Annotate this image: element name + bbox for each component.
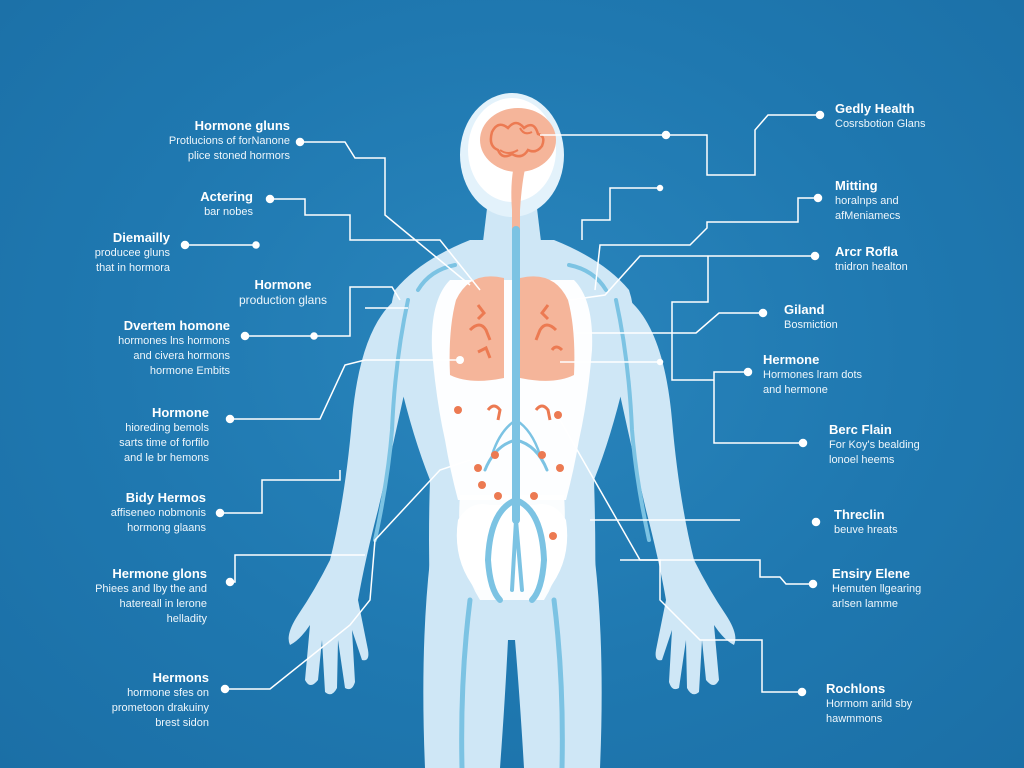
right-label-1: Gedly Health Cosrsbotion Glans <box>835 101 926 132</box>
label-title: Hormone gluns <box>194 118 290 133</box>
left-label-9: Hermons hormone sfes on prometoon drakui… <box>112 670 209 731</box>
label-desc: hormone Embits <box>149 365 230 377</box>
label-desc: production glans <box>238 293 328 307</box>
abdominal-glands <box>454 404 564 540</box>
label-title: Arcr Rofla <box>835 244 898 259</box>
label-desc: hormong glaans <box>127 522 206 534</box>
label-title: Dvertem homone <box>123 318 230 333</box>
connector-lines-right <box>540 110 825 697</box>
label-title: Bidy Hermos <box>125 490 206 505</box>
label-desc: sarts time of forfilo <box>119 437 209 449</box>
label-title: Hermone <box>763 352 820 367</box>
left-label-4: Hormone production glans <box>228 277 338 308</box>
right-label-4: Giland Bosmiction <box>784 302 838 333</box>
label-title: Mitting <box>835 178 878 193</box>
left-label-3: Diemailly producee gluns that in hormora <box>95 230 170 276</box>
label-desc: Phiees and lby the and <box>95 583 207 595</box>
label-desc: tnidron healton <box>835 261 908 273</box>
lungs <box>449 276 575 381</box>
right-label-6: Berc Flain For Koy's bealding lonoel hee… <box>829 422 920 468</box>
label-title: Threclin <box>834 507 885 522</box>
left-label-5: Dvertem homone hormones lns hormons and … <box>118 318 230 379</box>
label-desc: Cosrsbotion Glans <box>835 118 926 130</box>
label-desc: hawmmons <box>826 713 883 725</box>
label-desc: hatereall in lerone <box>119 598 207 610</box>
right-label-2: Mitting horalnps and afMeniamecs <box>835 178 900 224</box>
label-desc: brest sidon <box>155 717 209 729</box>
label-desc: afMeniamecs <box>835 210 901 222</box>
left-label-6: Hormone hioreding bemols sarts time of f… <box>119 405 209 466</box>
label-title: Actering <box>200 189 253 204</box>
label-desc: and hermone <box>763 384 828 396</box>
left-label-2: Actering bar nobes <box>200 189 253 220</box>
brain <box>480 108 556 230</box>
label-desc: Bosmiction <box>784 319 838 331</box>
right-label-7: Threclin beuve hreats <box>834 507 898 538</box>
label-desc: bar nobes <box>204 206 253 218</box>
label-desc: Hormones lram dots <box>763 369 863 381</box>
label-desc: helladity <box>166 613 207 625</box>
label-desc: lonoel heems <box>829 454 895 466</box>
label-title: Berc Flain <box>829 422 892 437</box>
label-desc: Protlucions of forNanone <box>168 135 290 147</box>
label-desc: producee gluns <box>94 247 170 259</box>
label-title: Hermons <box>152 670 209 685</box>
label-desc: hioreding bemols <box>125 422 209 434</box>
label-desc: For Koy's bealding <box>829 439 920 451</box>
left-label-8: Hermone glons Phiees and lby the and hat… <box>95 566 207 627</box>
label-desc: arlsen lamme <box>832 598 899 610</box>
label-desc: Hormom arild sby <box>826 698 913 710</box>
connector-lines-left <box>180 137 481 694</box>
label-desc: hormone sfes on <box>127 687 209 699</box>
label-desc: horalnps and <box>835 195 899 207</box>
label-desc: affiseneo nobmonis <box>110 507 206 519</box>
right-label-3: Arcr Rofla tnidron healton <box>835 244 908 275</box>
right-label-5: Hermone Hormones lram dots and hermone <box>763 352 862 398</box>
label-title: Diemailly <box>112 230 170 245</box>
vessels <box>373 226 651 768</box>
left-label-1: Hormone gluns Protlucions of forNanone p… <box>169 118 290 164</box>
label-desc: and le br hemons <box>124 452 209 464</box>
label-title: Giland <box>784 302 825 317</box>
label-desc: prometoon drakuiny <box>111 702 209 714</box>
label-title: Gedly Health <box>835 101 915 116</box>
label-title: Ensiry Elene <box>832 566 911 581</box>
label-title: Hormone <box>151 405 209 420</box>
right-label-9: Rochlons Hormom arild sby hawmmons <box>826 681 912 727</box>
label-desc: plice stoned hormors <box>187 150 290 162</box>
label-desc: Hemuten llgearing <box>832 583 922 595</box>
label-desc: beuve hreats <box>834 524 898 536</box>
label-desc: hormones lns hormons <box>118 335 230 347</box>
label-title: Rochlons <box>826 681 886 696</box>
left-label-7: Bidy Hermos affiseneo nobmonis hormong g… <box>111 490 206 536</box>
label-desc: that in hormora <box>96 262 170 274</box>
label-title: Hormone <box>254 277 312 292</box>
label-desc: and civera hormons <box>133 350 230 362</box>
right-label-8: Ensiry Elene Hemuten llgearing arlsen la… <box>832 566 921 612</box>
label-title: Hermone glons <box>112 566 207 581</box>
